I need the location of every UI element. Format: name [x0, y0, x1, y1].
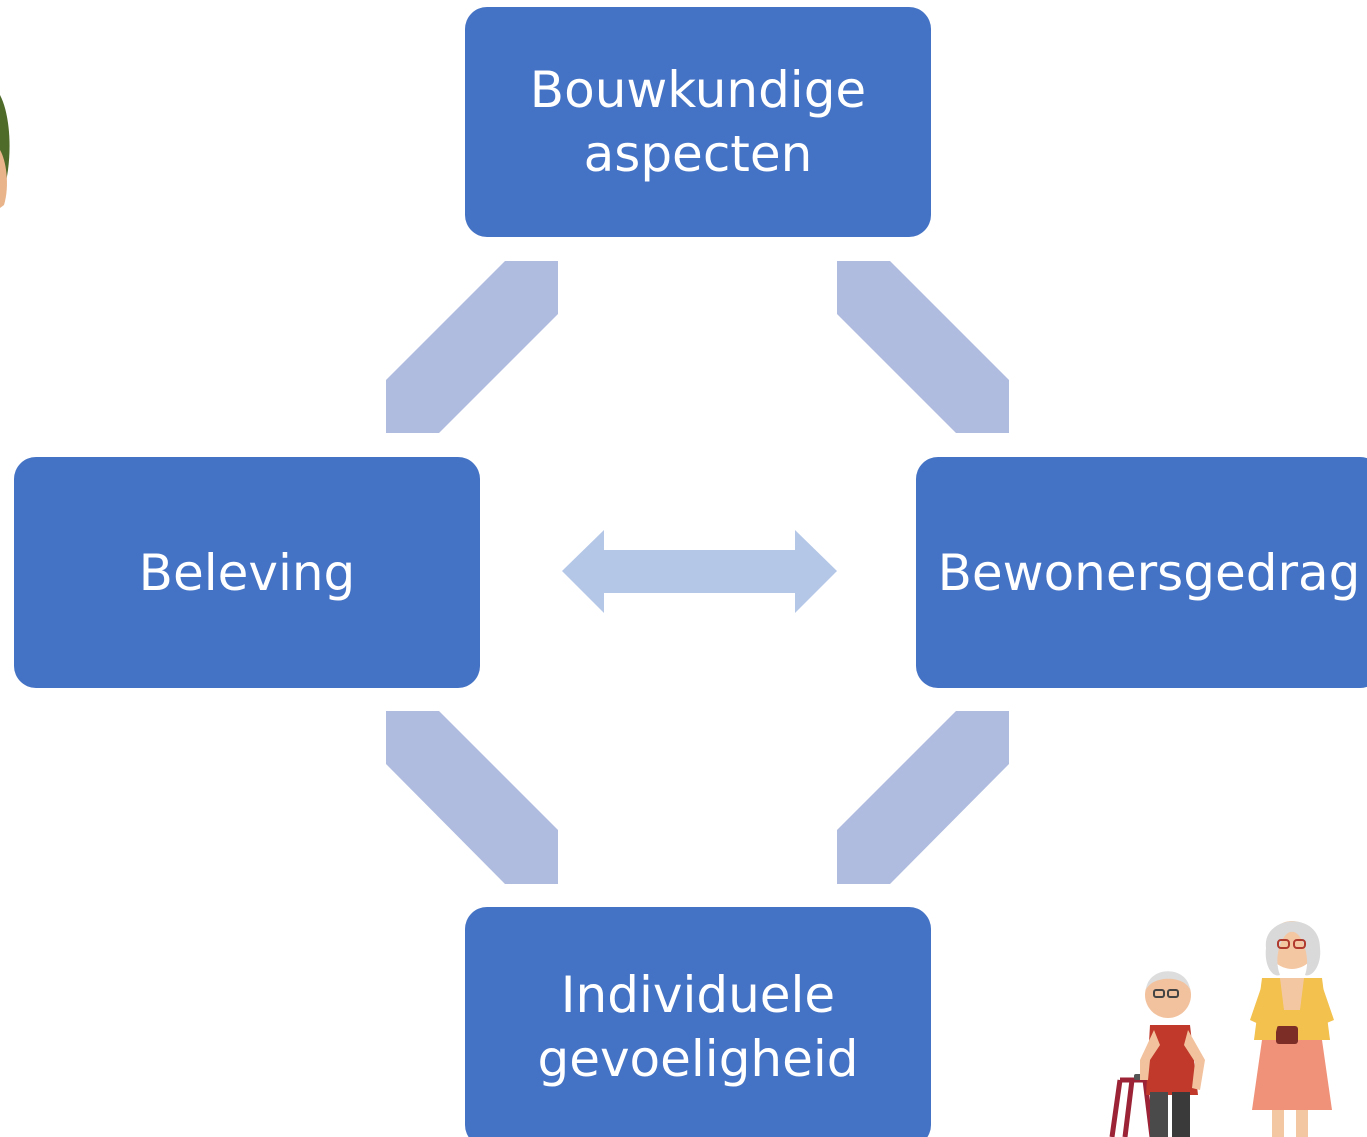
- node-right-label: Bewonersgedrag: [937, 543, 1361, 602]
- arrow-right-bottom: [837, 711, 1009, 884]
- node-bottom-line2: gevoeligheid: [537, 1030, 859, 1088]
- node-beleving: Beleving: [14, 457, 480, 688]
- node-individuele-gevoeligheid: Individuele gevoeligheid: [465, 907, 931, 1137]
- node-top-line1: Bouwkundige: [529, 61, 867, 119]
- node-bottom-line1: Individuele: [560, 966, 836, 1024]
- node-left-label: Beleving: [138, 543, 356, 602]
- arrow-top-right: [837, 261, 1009, 433]
- elderly-woman-figure: [1250, 921, 1334, 1137]
- node-top-line2: aspecten: [583, 125, 813, 183]
- node-bouwkundige-aspecten: Bouwkundige aspecten: [465, 7, 931, 237]
- arrow-left-bottom: [386, 711, 558, 884]
- arrow-left-right: [562, 530, 837, 613]
- node-bewonersgedrag: Bewonersgedrag: [916, 457, 1367, 688]
- elderly-man-figure: [1109, 971, 1205, 1137]
- arrow-top-left: [386, 261, 558, 433]
